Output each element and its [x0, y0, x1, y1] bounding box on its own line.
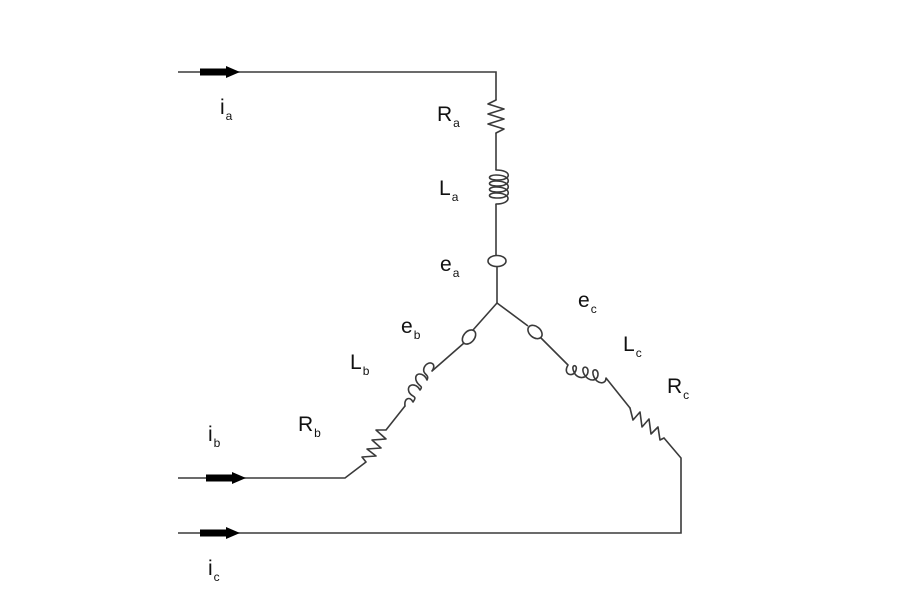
- label-rc: Rc: [667, 375, 690, 402]
- label-ec: ec: [578, 289, 597, 316]
- current-arrow-ib-head: [232, 472, 246, 484]
- resistor-ra: [487, 99, 505, 134]
- wire-c-neutral-ec: [496, 302, 529, 327]
- inductor-lc: [565, 364, 607, 384]
- wire-c-output: [178, 437, 682, 534]
- label-ib: ib: [208, 423, 221, 450]
- wire-b-eb-lb: [431, 342, 465, 372]
- label-lb: Lb: [350, 351, 370, 378]
- current-arrow-ia-head: [226, 66, 240, 78]
- label-lc: Lc: [623, 333, 642, 360]
- wire-c-lc-rc: [605, 377, 631, 409]
- inductor-la: [488, 169, 510, 205]
- source-ea: [487, 254, 507, 268]
- label-ra: Ra: [437, 103, 460, 130]
- label-ic: ic: [208, 557, 220, 584]
- wire-a-input: [178, 71, 497, 100]
- label-ea: ea: [440, 253, 460, 280]
- wire-b-lb-rb: [385, 405, 406, 431]
- inductor-lb: [404, 362, 435, 407]
- resistor-rb: [361, 429, 387, 463]
- label-eb: eb: [401, 315, 421, 342]
- label-ia: ia: [220, 96, 233, 123]
- label-rb: Rb: [298, 413, 321, 440]
- wire-b-neutral-eb: [472, 302, 498, 331]
- label-la: La: [439, 177, 459, 204]
- source-ec: [527, 324, 543, 340]
- resistor-rc: [629, 407, 665, 441]
- current-arrow-ic-head: [226, 527, 240, 539]
- wire-c-ec-lc: [540, 337, 569, 366]
